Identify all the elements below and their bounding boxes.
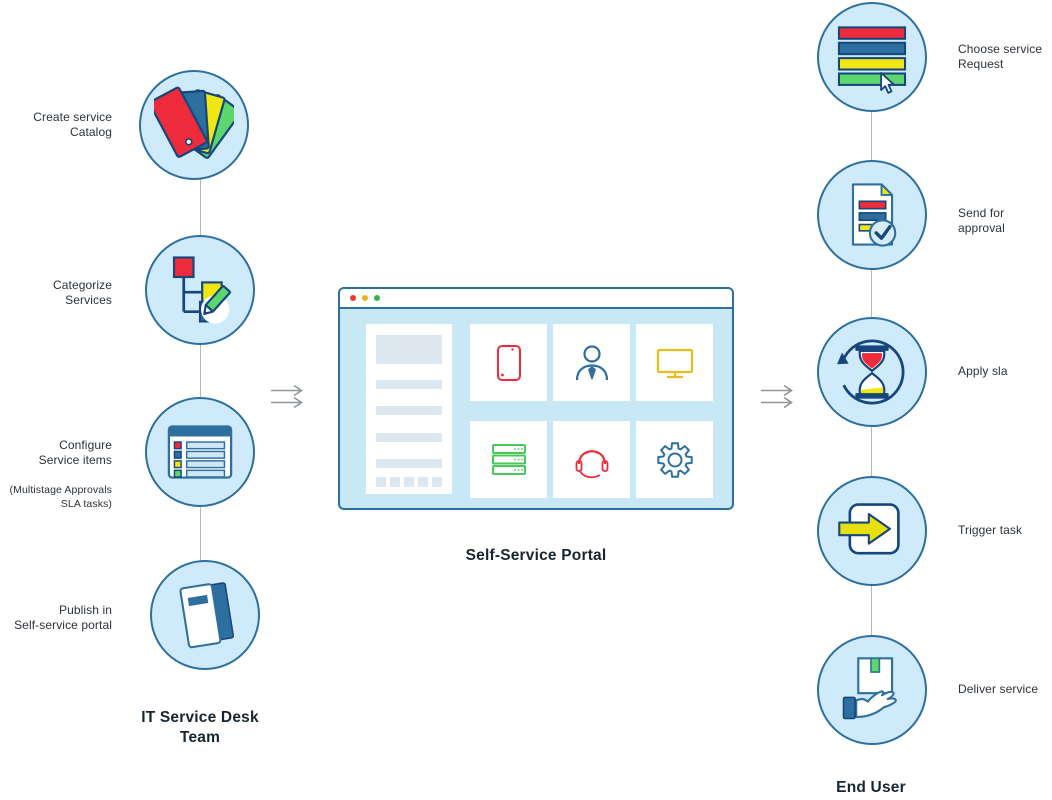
sidebar-square	[390, 477, 400, 487]
step-label-sub: (Multistage Approvals SLA tasks)	[9, 484, 112, 510]
approved-document-icon	[851, 183, 897, 247]
sidebar-square	[418, 477, 428, 487]
trigger-task-icon	[838, 503, 900, 555]
left-column-title: IT Service Desk Team	[141, 709, 259, 746]
step-configure-service-items	[145, 397, 255, 507]
window-dot-green	[374, 295, 380, 301]
step-publish-portal	[150, 560, 260, 670]
step-label-main: Configure Service items	[38, 438, 112, 467]
step-label-deliver-service: Deliver service	[958, 682, 1039, 696]
step-label-send-for-approval: Send for approval	[958, 206, 1005, 235]
sidebar-square	[376, 477, 386, 487]
step-label-create-service-catalog: Create service Catalog	[33, 110, 112, 139]
step-choose-service-request	[817, 2, 927, 112]
service-list-cursor-icon	[837, 26, 907, 94]
sidebar-square	[404, 477, 414, 487]
step-label-choose-service-request: Choose service Request	[958, 42, 1043, 71]
flow-arrow-left	[271, 384, 303, 409]
step-trigger-task	[817, 476, 927, 586]
user-icon	[575, 344, 608, 380]
headset-icon	[575, 449, 608, 478]
step-label-trigger-task: Trigger task	[958, 523, 1023, 537]
portal-tile-headset	[553, 421, 630, 498]
sidebar-square	[432, 477, 442, 487]
brochure-icon	[179, 582, 235, 649]
step-categorize-services	[145, 235, 255, 345]
portal-tile-gear	[636, 421, 713, 498]
portal-tile-mobile	[470, 324, 547, 401]
color-tags-icon	[154, 86, 234, 159]
window-dot-red	[350, 295, 356, 301]
portal-tile-user	[553, 324, 630, 401]
service-items-list-icon	[167, 425, 233, 479]
portal-tile-monitor	[636, 324, 713, 401]
portal-sidebar	[366, 324, 452, 494]
flow-arrow-right	[761, 384, 793, 409]
left-connector-line	[200, 125, 201, 615]
sidebar-bar	[376, 380, 442, 389]
step-deliver-service	[817, 635, 927, 745]
sidebar-bar	[376, 459, 442, 468]
step-label-apply-sla: Apply sla	[958, 364, 1008, 378]
step-apply-sla	[817, 317, 927, 427]
sidebar-bar	[376, 406, 442, 415]
portal-title: Self-Service Portal	[465, 547, 607, 564]
browser-titlebar	[340, 289, 732, 309]
servers-icon	[491, 443, 526, 475]
window-dot-yellow	[362, 295, 368, 301]
right-column-title: End User	[836, 779, 906, 796]
sidebar-bar	[376, 433, 442, 442]
sla-hourglass-icon	[837, 339, 905, 405]
step-label-categorize-services: Categorize Services	[52, 278, 112, 307]
category-tree-icon	[172, 256, 231, 324]
cursor-icon	[880, 72, 895, 94]
deliver-box-icon	[842, 657, 897, 720]
sidebar-block	[376, 335, 442, 364]
self-service-portal-window	[338, 287, 734, 510]
gear-icon	[656, 441, 693, 478]
mobile-phone-icon	[496, 344, 521, 381]
step-label-publish-portal: Publish in Self-service portal	[14, 603, 112, 632]
step-send-for-approval	[817, 160, 927, 270]
monitor-icon	[656, 348, 693, 378]
step-create-service-catalog	[139, 70, 249, 180]
portal-tile-servers	[470, 421, 547, 498]
step-label-configure-service-items: Configure Service items (Multistage Appr…	[10, 423, 112, 526]
